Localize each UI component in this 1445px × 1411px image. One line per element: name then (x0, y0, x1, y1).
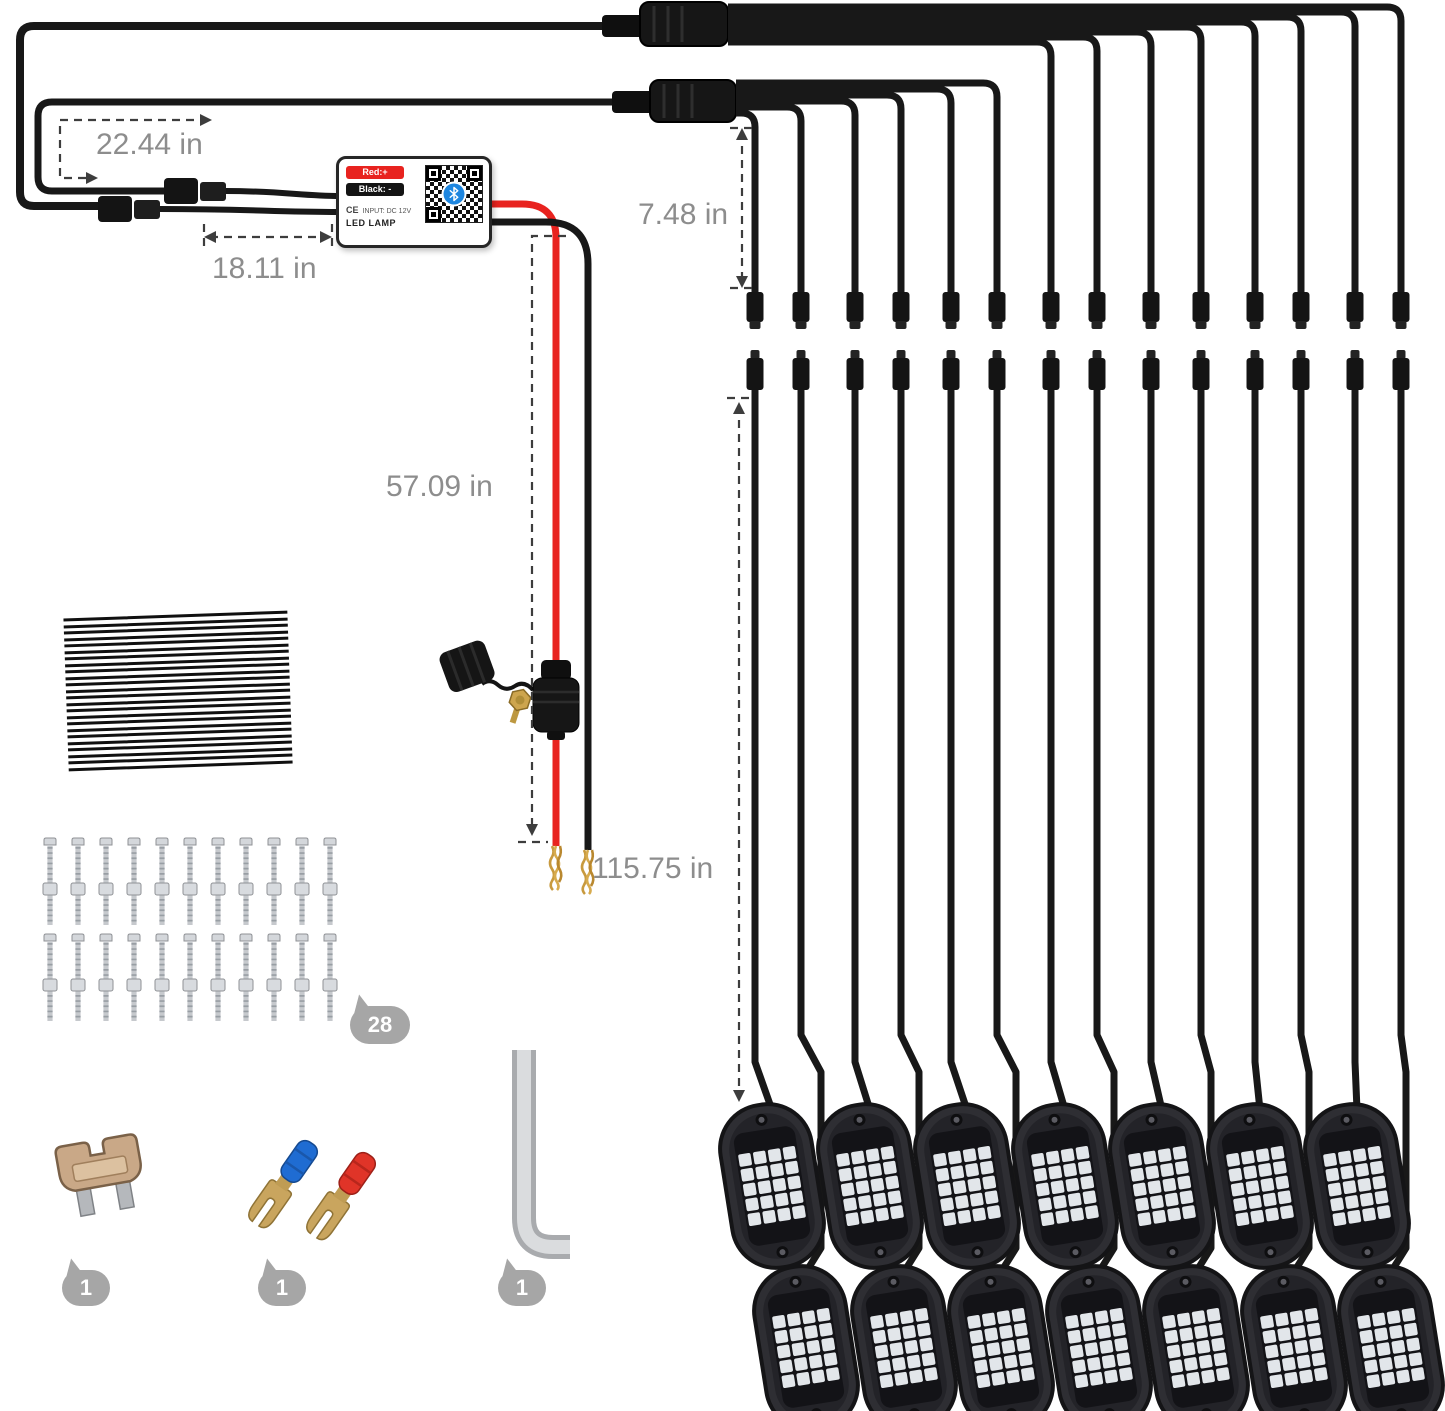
count-badge-terminals: 1 (258, 1270, 306, 1306)
wire-connector-pair (746, 292, 764, 390)
wire-connector-pair (1042, 292, 1060, 390)
qr-finder-icon (426, 166, 441, 181)
led-pod (1330, 1257, 1445, 1411)
power-wire-red (492, 200, 560, 846)
brass-bolt (508, 688, 532, 724)
left-loop-wires (16, 22, 612, 210)
wire-connector-pair (792, 292, 810, 390)
black-wire-label: Black: - (346, 183, 404, 196)
ce-mark: CE (346, 205, 359, 215)
power-wires (492, 200, 592, 850)
count-badge-screws: 28 (350, 1006, 410, 1044)
measurement-label-extension: 115.75 in (592, 852, 714, 885)
measurement-label-loop: 22.44 in (96, 128, 203, 161)
measure-line-loop (58, 118, 208, 180)
measurement-lines (58, 118, 758, 1098)
red-wire-label: Red:+ (346, 166, 404, 179)
led-pod (1101, 1095, 1223, 1277)
wire-connector-pair (942, 292, 960, 390)
wire-connector-pair (1392, 292, 1410, 390)
led-pods (711, 1095, 1445, 1411)
coil-wire (480, 679, 535, 692)
wire-connector-pair (988, 292, 1006, 390)
led-pod (809, 1095, 931, 1277)
led-pod (843, 1257, 965, 1411)
measurement-arrows (86, 114, 748, 1102)
measure-line-drop (730, 126, 758, 290)
drop-wires (751, 390, 1410, 1274)
wire-connector-pair (1142, 292, 1160, 390)
controller-pigtails (159, 188, 341, 215)
splitter-hub-bottom (612, 79, 737, 123)
measure-line-extension (727, 396, 753, 1098)
measurement-label-power: 57.09 in (386, 470, 493, 503)
wire-connector-pair (846, 292, 864, 390)
power-wire-black (492, 218, 592, 850)
led-lamp-label: LED LAMP (346, 218, 396, 228)
qr-code (425, 165, 483, 223)
wire-connector-pair (1246, 292, 1264, 390)
led-pod (1135, 1257, 1257, 1411)
wire-tip-red (548, 845, 563, 891)
wire-connector-pair (892, 292, 910, 390)
blade-fuse (54, 1133, 142, 1218)
qr-finder-icon (467, 166, 482, 181)
controller-spec-row: CE INPUT: DC 12V (346, 205, 482, 215)
zip-ties (63, 610, 293, 772)
led-pod (906, 1095, 1028, 1277)
led-pod (711, 1095, 833, 1277)
count-badge-fuse: 1 (62, 1270, 110, 1306)
wire-connector-pair (1292, 292, 1310, 390)
measure-line-power (518, 234, 566, 844)
spade-terminal-blue (248, 1139, 319, 1229)
input-spec-label: INPUT: DC 12V (362, 208, 412, 215)
wire-connector-pair (1088, 292, 1106, 390)
led-pod (745, 1257, 867, 1411)
led-pod (1233, 1257, 1355, 1411)
spade-terminal-red (306, 1151, 377, 1241)
bluetooth-controller-module: Red:+ Black: - CE INPUT: DC 12V LED LAMP (336, 156, 492, 248)
wire-connector-pairs (746, 292, 1410, 390)
measurement-label-pigtail: 18.11 in (212, 252, 317, 285)
fuse-holder-cap (439, 640, 495, 693)
wire-connector-pair (1192, 292, 1210, 390)
led-pod (1038, 1257, 1160, 1411)
led-pod (1199, 1095, 1321, 1277)
measure-line-pigtail (202, 224, 334, 252)
fan-wires (728, 3, 1405, 292)
led-pod (940, 1257, 1062, 1411)
inline-fuse-holder (439, 640, 580, 740)
mounting-screws (43, 838, 337, 1021)
wire-tip-black (580, 849, 595, 895)
input-connectors (98, 178, 226, 222)
led-pod (1296, 1095, 1418, 1277)
measurement-label-drop: 7.48 in (638, 198, 729, 231)
led-pod (1004, 1095, 1126, 1277)
hex-key (512, 1050, 570, 1259)
qr-finder-icon (426, 207, 441, 222)
wire-connector-pair (1346, 292, 1364, 390)
splitter-hub-top (602, 1, 729, 47)
count-badge-hex-key: 1 (498, 1270, 546, 1306)
bluetooth-icon (443, 183, 465, 205)
